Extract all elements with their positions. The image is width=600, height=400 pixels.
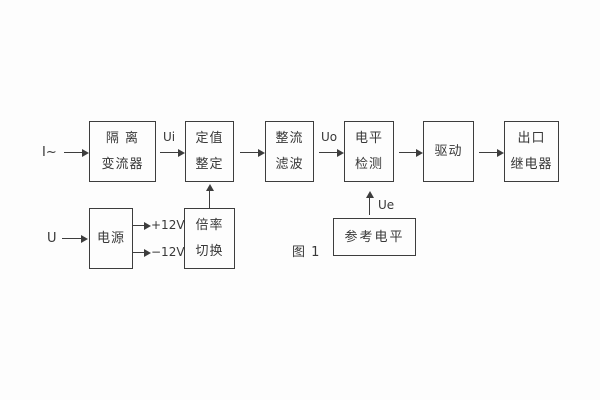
- arrow-right-icon-plus-rail: [133, 225, 144, 226]
- block-label-line: 滤波: [275, 157, 304, 172]
- block-label-line: 参考电平: [344, 229, 405, 245]
- block-label-line: 整流: [275, 131, 304, 146]
- block-setpoint-setting: 定值 整定: [185, 121, 234, 182]
- block-power-supply: 电源: [89, 208, 133, 269]
- block-label-line: 电平: [354, 131, 383, 146]
- figure-caption: 图 1: [292, 245, 321, 260]
- block-label-line: 定值: [195, 131, 224, 146]
- block-output-relay: 出口 继电器: [504, 121, 559, 182]
- arrow-right-icon-ui: [160, 152, 178, 153]
- block-label-line: 倍率: [195, 218, 224, 233]
- block-level-detection: 电平 检测: [344, 121, 394, 182]
- block-label-line: 检测: [354, 157, 383, 172]
- arrow-right-icon-minus-rail: [133, 252, 144, 253]
- arrow-right-icon-voltage-input: [62, 238, 81, 239]
- input-label-voltage: U: [47, 231, 57, 246]
- block-label-line: 隔 离: [105, 131, 140, 146]
- block-label-line: 继电器: [510, 157, 553, 172]
- signal-label-ue: Ue: [378, 198, 395, 212]
- block-rectifier-filter: 整流 滤波: [265, 121, 314, 182]
- arrow-right-icon-level-to-drive: [399, 152, 416, 153]
- signal-label-uo: Uo: [320, 130, 338, 144]
- arrow-right-icon-setting-to-rectify: [240, 152, 258, 153]
- block-ratio-switch: 倍率 切换: [184, 208, 235, 269]
- arrow-up-icon-ratio-to-setting: [209, 191, 210, 208]
- block-isolation-transformer: 隔 离 变流器: [89, 121, 156, 182]
- signal-label-ui: Ui: [162, 130, 176, 144]
- block-drive: 驱动: [423, 121, 474, 182]
- rail-label-minus12v: −12V: [151, 245, 185, 259]
- block-label-line: 变流器: [101, 157, 144, 172]
- input-label-current: I~: [42, 145, 57, 160]
- block-label-line: 出口: [517, 131, 546, 146]
- block-label-line: 驱动: [434, 144, 463, 159]
- arrow-right-icon-uo: [319, 152, 337, 153]
- block-reference-level: 参考电平: [333, 218, 416, 256]
- arrow-right-icon-current-input: [64, 152, 82, 153]
- arrow-up-icon-ue: [369, 198, 370, 215]
- rail-label-plus12v: +12V: [151, 218, 185, 232]
- block-label-line: 电源: [96, 231, 125, 246]
- arrow-right-icon-drive-to-relay: [479, 152, 497, 153]
- block-label-line: 整定: [195, 157, 224, 172]
- block-label-line: 切换: [195, 244, 224, 259]
